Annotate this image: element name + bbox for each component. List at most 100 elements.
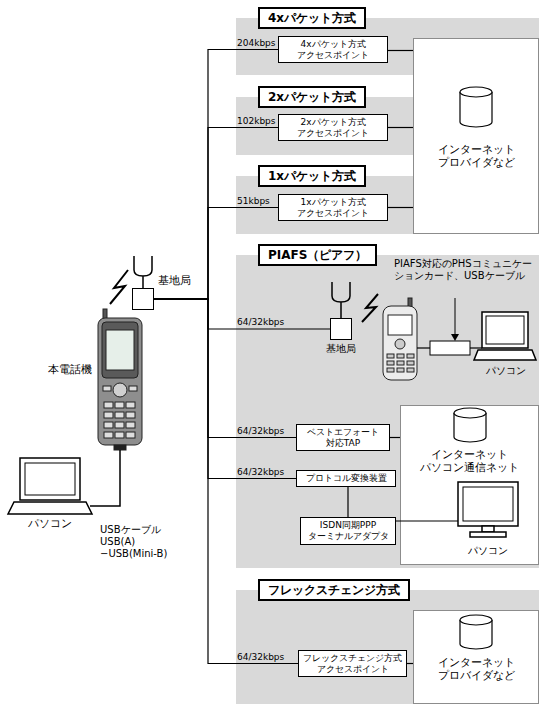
line-label: 64/32kbps — [237, 652, 284, 662]
connector — [154, 299, 298, 664]
box-label: 2xパケット方式 アクセスポイント — [283, 117, 383, 139]
phone-key — [103, 386, 111, 391]
phone-screen — [106, 330, 134, 370]
phone-key — [126, 432, 135, 438]
phs-body — [383, 306, 417, 380]
usb-cable — [90, 450, 120, 506]
antenna-symbol — [134, 256, 152, 288]
connector — [407, 663, 413, 664]
service-band: フレックスチェンジ方式フレックスチェンジ方式 アクセスポイントインターネット プ… — [236, 590, 539, 704]
phone-illustration — [98, 309, 142, 450]
band-title: 1xパケット方式 — [258, 165, 366, 187]
phs-key — [407, 368, 414, 372]
phs-key — [407, 354, 414, 358]
left-antenna — [134, 256, 152, 288]
phs-screen — [388, 315, 412, 335]
note-label: パソコン — [28, 518, 72, 530]
phone-face — [102, 322, 138, 378]
connector — [388, 127, 413, 128]
note-label: PIAFS対応のPHSコミュニケーションカード、USBケーブル — [394, 258, 536, 282]
laptop-illustration — [8, 458, 92, 514]
connector — [347, 487, 348, 517]
comm-card — [430, 341, 470, 355]
phs-illustration — [383, 298, 417, 380]
phs-key — [397, 354, 404, 358]
connector — [390, 437, 400, 438]
access-point-box: 1xパケット方式 アクセスポイント — [278, 194, 388, 221]
monitor-base — [470, 532, 506, 537]
phs-key — [387, 354, 394, 358]
connector — [154, 299, 296, 479]
phone-nav — [113, 383, 127, 397]
network-box: インターネット プロバイダなど — [413, 38, 539, 234]
monitor-display — [463, 487, 513, 521]
phs-key — [397, 368, 404, 372]
box-label: 1xパケット方式 アクセスポイント — [283, 197, 383, 219]
cable — [470, 347, 482, 348]
radio-wave — [110, 270, 128, 304]
band-title: PIAFS（ピアフ） — [258, 244, 377, 266]
box-label: 4xパケット方式 アクセスポイント — [283, 39, 383, 61]
note-label: パソコン — [468, 545, 508, 557]
access-point-box: ベストエフォート 対応TAP — [296, 424, 390, 451]
connector — [154, 128, 278, 300]
base-station: 基地局 — [330, 318, 352, 340]
note-label: パソコン — [486, 365, 526, 377]
line-label: 64/32kbps — [237, 467, 284, 477]
connector — [154, 299, 330, 329]
laptop-screen — [482, 312, 528, 348]
band-title: フレックスチェンジ方式 — [258, 579, 410, 601]
phone-key — [115, 422, 124, 428]
station-label: 基地局 — [326, 343, 356, 355]
laptop-display — [486, 316, 524, 344]
phone-key — [115, 432, 124, 438]
note-label: 本電話機 — [48, 364, 92, 376]
network-label: インターネット プロバイダなど — [414, 143, 538, 169]
access-point-box: ISDN同期PPP ターミナルアダプタ — [300, 517, 396, 545]
base-station: 基地局 — [132, 288, 154, 310]
phone-body — [98, 318, 142, 445]
line-label: 204kbps — [237, 38, 276, 48]
cable — [417, 347, 430, 348]
monitor-illustration — [458, 482, 518, 537]
phone-key — [126, 402, 135, 408]
radio-wave — [362, 294, 378, 322]
antenna-symbol — [332, 282, 350, 318]
laptop-base — [8, 502, 92, 514]
phs-nav — [395, 339, 405, 349]
phone-key — [115, 402, 124, 408]
monitor-screen — [458, 482, 518, 526]
access-point-box: 4xパケット方式 アクセスポイント — [278, 36, 388, 63]
access-point-box: フレックスチェンジ方式 アクセスポイント — [298, 650, 407, 677]
network-label: インターネット パソコン通信ネット — [401, 448, 538, 474]
phone-key — [126, 422, 135, 428]
phone-key — [115, 412, 124, 418]
phone-key — [104, 402, 113, 408]
line-label: 51kbps — [237, 196, 270, 206]
phone-key — [104, 422, 113, 428]
phone-key — [104, 412, 113, 418]
box-label: プロトコル変換装置 — [306, 473, 387, 484]
laptop-base — [474, 350, 536, 360]
connector — [154, 208, 278, 300]
phs-key — [397, 361, 404, 365]
laptop-illustration — [474, 312, 536, 360]
cylinder-top — [454, 408, 486, 418]
line-label: 64/32kbps — [237, 426, 284, 436]
station-label: 基地局 — [158, 275, 191, 287]
box-label: ISDN同期PPP ターミナルアダプタ — [305, 520, 391, 542]
database-cylinder — [460, 87, 492, 127]
box-label: ベストエフォート 対応TAP — [301, 427, 385, 449]
phs-key — [387, 361, 394, 365]
database-cylinder — [454, 408, 486, 442]
cylinder-top — [460, 87, 492, 97]
connector — [154, 50, 278, 300]
laptop-display — [25, 463, 75, 495]
piafs-antenna — [332, 282, 350, 318]
phone-key — [129, 386, 137, 391]
cable — [396, 520, 458, 521]
connector — [388, 207, 413, 208]
usb-port — [114, 445, 126, 450]
leader-line — [455, 298, 456, 335]
